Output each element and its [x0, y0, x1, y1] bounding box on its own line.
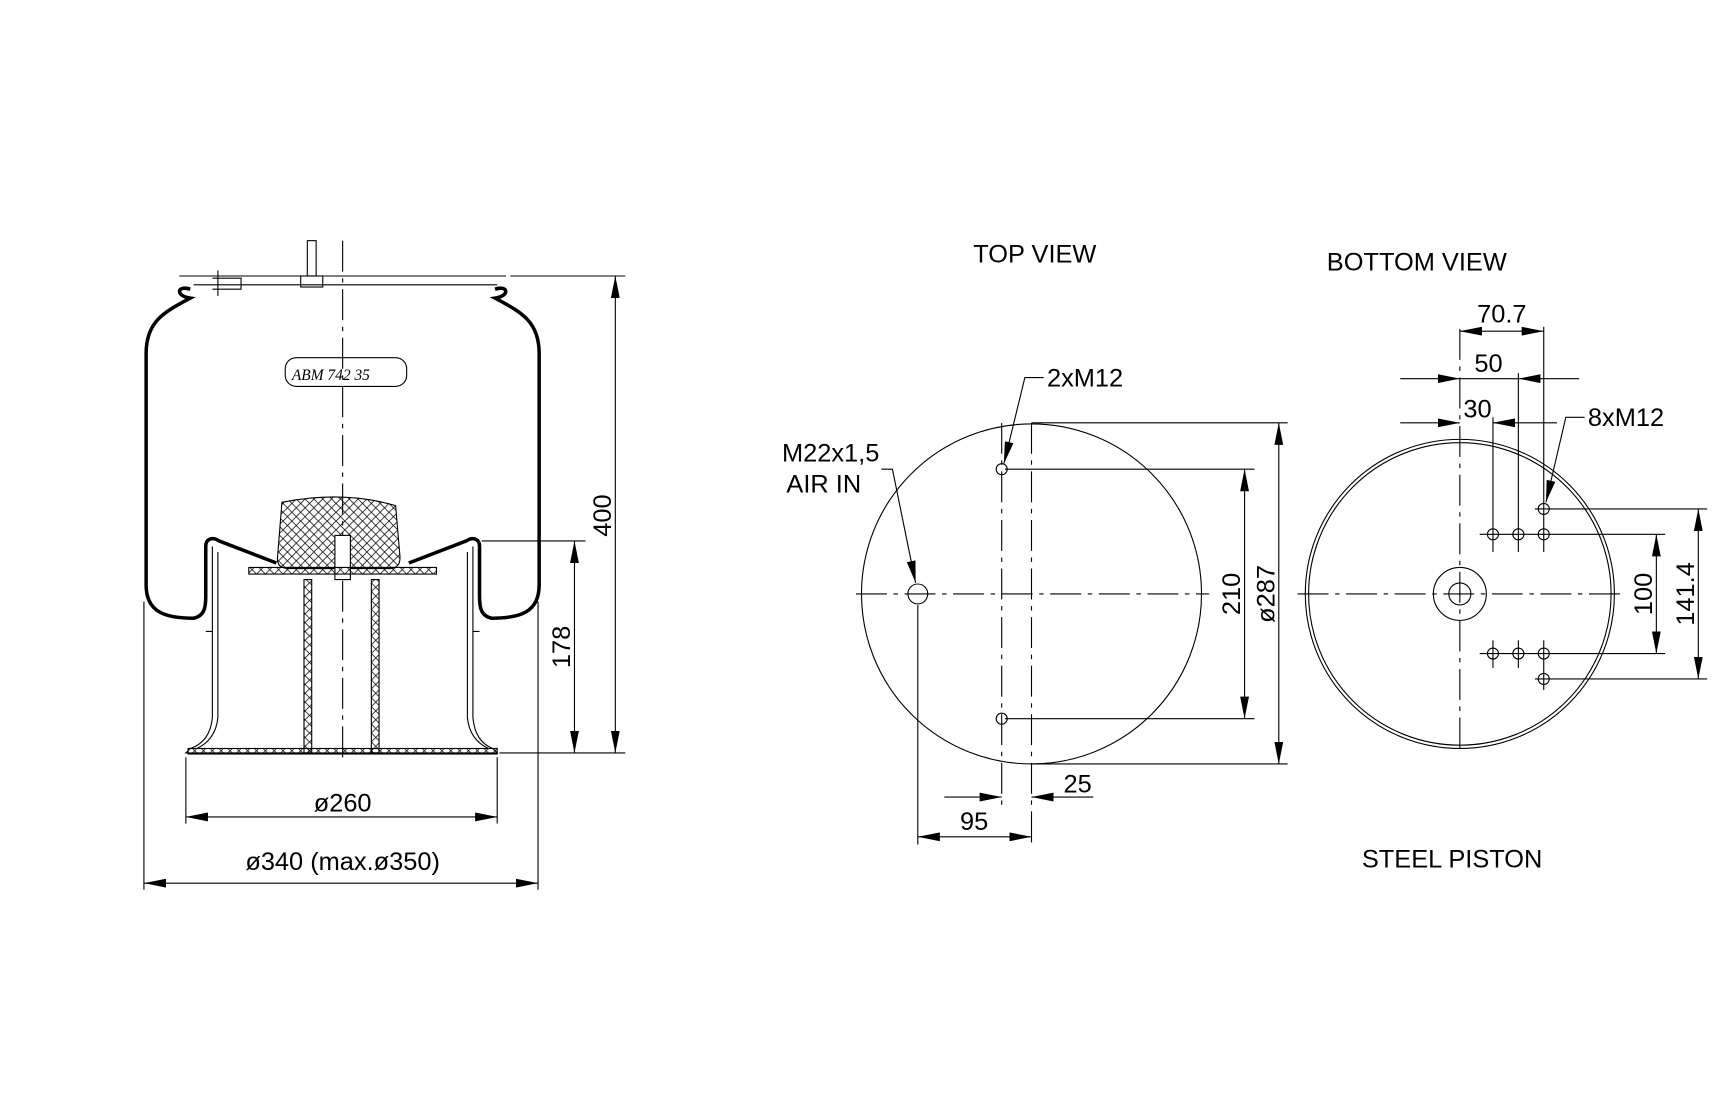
- bottom-view: BOTTOM VIEW 70.7 50 30: [1297, 248, 1708, 874]
- dim-piston-height: 178: [548, 626, 576, 668]
- bump-stop: [276, 496, 401, 570]
- dim-bellow-diameter: ø340 (max.ø350): [245, 848, 440, 876]
- side-view: ABM 742 35 400 178 ø260 ø340 (max.ø350): [143, 240, 626, 890]
- dim-50: 50: [1474, 350, 1502, 378]
- dim-piston-diameter: ø260: [314, 789, 372, 817]
- bottom-view-subtitle: STEEL PISTON: [1362, 846, 1542, 874]
- bellows-right: [408, 286, 541, 620]
- leader-8xm12: [1545, 416, 1585, 503]
- bellows: [144, 286, 278, 620]
- piston-tube-right: [370, 579, 380, 754]
- bottom-view-title: BOTTOM VIEW: [1327, 248, 1507, 276]
- dim-100: 100: [1630, 573, 1658, 615]
- label-plate: [284, 357, 408, 387]
- dim-141-4: 141.4: [1672, 562, 1700, 626]
- leader-2xm12: [1003, 377, 1044, 464]
- mounting-stud: [306, 240, 317, 277]
- air-inlet-hole: [907, 583, 929, 605]
- piston-base: [187, 747, 498, 755]
- dim-70-7: 70.7: [1477, 300, 1526, 328]
- top-plate: [179, 275, 507, 286]
- dim-inlet-offset: 95: [960, 808, 988, 836]
- dim-offset: 25: [1064, 771, 1092, 799]
- stud-nut: [300, 275, 324, 288]
- top-view: TOP VIEW 2xM12 M22x1,5 AIR IN 210 ø287 2…: [782, 241, 1288, 845]
- dim-bolt-spacing: 210: [1218, 573, 1246, 615]
- piston-plate: [248, 566, 438, 575]
- top-view-title: TOP VIEW: [973, 241, 1096, 269]
- bottom-thread-label: 8xM12: [1588, 404, 1664, 432]
- leader-air-in: [881, 468, 917, 584]
- air-inlet-thread: M22x1,5: [782, 439, 879, 467]
- piston-tube-left: [303, 579, 313, 754]
- air-inlet-label: AIR IN: [786, 470, 861, 498]
- air-fitting: [212, 270, 242, 296]
- label-plate-text: ABM 742 35: [291, 367, 370, 384]
- top-thread-label: 2xM12: [1047, 364, 1123, 392]
- dim-30: 30: [1463, 395, 1491, 423]
- dim-top-diameter: ø287: [1252, 565, 1280, 623]
- dim-height: 400: [589, 494, 617, 536]
